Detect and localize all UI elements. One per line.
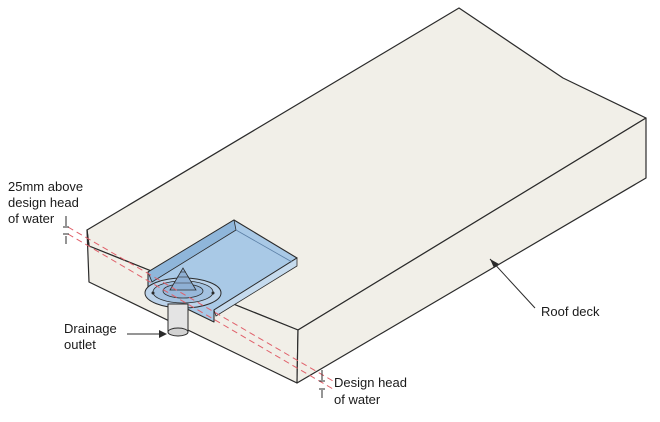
drainage-outlet-label-line1: Drainage [64,321,117,336]
upper-dimension-label-line1: 25mm above [8,179,83,194]
drainage-arrowhead [159,330,167,338]
drainage-outlet-label-line2: outlet [64,337,96,352]
roof-deck-leader [489,258,536,309]
upper-dimension-label-line2: design head [8,195,79,210]
drainage-outlet-assembly [144,267,222,337]
upper-dimension-label-line3: of water [8,211,55,226]
roof-deck-right-face [296,117,647,384]
design-head-label-line1: Design head [334,375,407,390]
sump-recess-side-wall [213,257,298,317]
roof-deck-label: Roof deck [541,304,600,319]
sump-floor-edge [235,229,293,263]
design-head-lines [67,226,334,390]
upper-dimension-marker [63,216,69,244]
design-head-label-line2: of water [334,392,381,407]
lower-dimension-marker [319,370,325,398]
roof-deck-arrowhead [490,259,499,268]
